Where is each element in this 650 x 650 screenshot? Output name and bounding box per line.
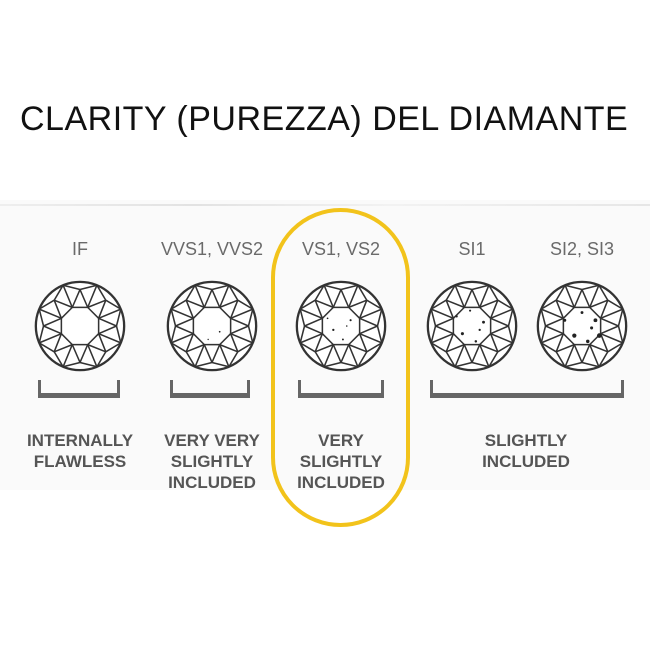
inclusion-mark xyxy=(593,318,598,323)
grade-label-vvs: VVS1, VVS2 xyxy=(160,239,264,259)
inclusion-mark xyxy=(455,315,458,318)
inclusion-mark xyxy=(586,339,590,344)
diamond-vvs-icon xyxy=(166,280,258,372)
inclusion-mark xyxy=(218,330,221,333)
inclusion-mark xyxy=(345,325,348,327)
inclusion-mark xyxy=(596,333,602,338)
description-line: INCLUDED xyxy=(482,452,570,471)
description-vvs: VERY VERY SLIGHTLY INCLUDED xyxy=(164,430,260,493)
inclusion-mark xyxy=(326,317,329,320)
description-line: VERY VERY xyxy=(164,431,260,450)
description-line: INTERNALLY xyxy=(26,431,134,450)
inclusion-mark xyxy=(332,328,335,331)
description-line: FLAWLESS xyxy=(33,452,127,471)
bracket-si xyxy=(430,380,624,398)
inclusion-mark xyxy=(341,338,344,341)
inclusion-mark xyxy=(580,311,584,314)
inclusion-mark xyxy=(474,340,478,343)
description-if: INTERNALLY FLAWLESS xyxy=(27,430,133,472)
highlight-outline xyxy=(271,208,410,527)
divider-line xyxy=(0,204,650,206)
page-title: CLARITY (PUREZZA) DEL DIAMANTE xyxy=(20,100,629,138)
description-vs: VERY SLIGHTLY INCLUDED xyxy=(297,430,385,493)
diamond-if-icon xyxy=(34,280,126,372)
diamond-si1-icon xyxy=(426,280,518,372)
inclusion-mark xyxy=(349,319,352,322)
bracket-if xyxy=(38,380,120,398)
diamond-si2-icon xyxy=(536,280,628,372)
inclusion-mark xyxy=(590,326,594,330)
grade-label-vs: VS1, VS2 xyxy=(301,239,381,259)
inclusion-mark xyxy=(207,338,209,341)
description-line: SLIGHTLY xyxy=(484,431,568,450)
description-line: VERY xyxy=(318,431,364,450)
bracket-vs xyxy=(298,380,384,398)
inclusion-mark xyxy=(482,320,485,324)
diamond-vs-icon xyxy=(295,280,387,372)
grade-label-if: IF xyxy=(72,239,88,259)
description-line: INCLUDED xyxy=(168,473,256,492)
description-line: SLIGHTLY xyxy=(299,452,383,471)
inclusion-mark xyxy=(572,333,577,338)
inclusion-mark xyxy=(563,318,567,322)
grade-label-si2-si3: SI2, SI3 xyxy=(549,239,615,259)
description-si: SLIGHTLY INCLUDED xyxy=(482,430,570,472)
grade-label-si1: SI1 xyxy=(458,239,486,259)
inclusion-mark xyxy=(460,332,464,336)
inclusion-mark xyxy=(478,328,481,331)
description-line: INCLUDED xyxy=(297,473,385,492)
description-line: SLIGHTLY xyxy=(170,452,254,471)
bracket-vvs xyxy=(170,380,250,398)
inclusion-mark xyxy=(469,309,472,312)
